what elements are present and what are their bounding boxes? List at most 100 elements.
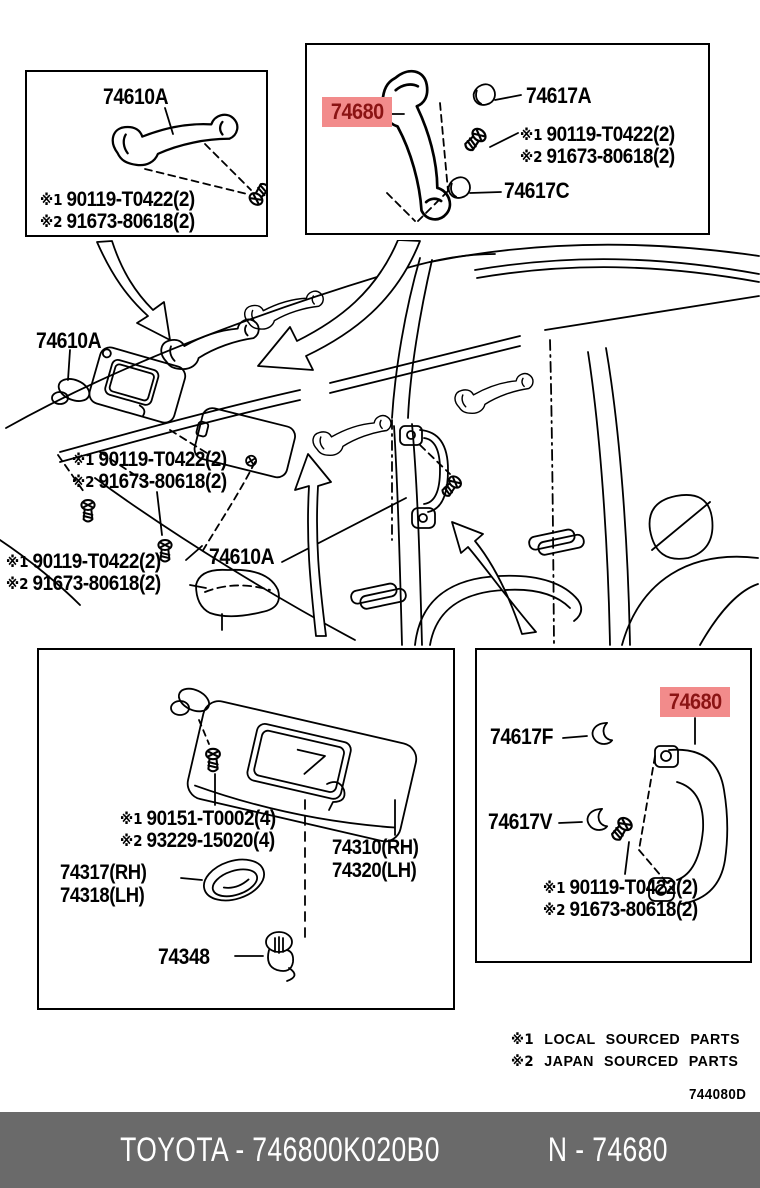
highlighted-part-badge[interactable]: 74680 <box>660 687 730 717</box>
footer-bar: TOYOTA - 746800K020B0 N - 74680 <box>0 1112 760 1188</box>
part-label: 74318(LH) <box>60 884 145 907</box>
note-marker: ※1 <box>520 126 543 144</box>
leader-line <box>67 349 71 381</box>
beltline-front <box>59 389 301 463</box>
note-part-number: 90119-T0422(2) <box>569 876 699 899</box>
arrow-swoosh <box>257 240 421 371</box>
visor-hook <box>326 781 346 811</box>
legend-marker: ※1 <box>511 1032 535 1048</box>
assist-grip-icon <box>452 371 538 418</box>
legend-text: LOCAL SOURCED PARTS <box>544 1031 740 1048</box>
panel-sun-visor: ※1 90151-T0002(4) ※2 93229-15020(4) 7431… <box>37 648 455 1010</box>
leader-ticks <box>185 545 207 589</box>
leader-line <box>489 132 519 148</box>
screw-icon <box>438 472 465 500</box>
part-label: 74348 <box>158 944 210 969</box>
dashed-leads <box>201 444 451 553</box>
note-part-number: 91673-80618(2) <box>66 210 196 233</box>
note-line: ※1 90119-T0422(2) <box>520 124 675 145</box>
note-part-number: 91673-80618(2) <box>546 145 676 168</box>
footer-catalog-number: N - 74680 <box>547 1130 668 1169</box>
roof-top-line <box>429 243 760 263</box>
note-marker: ※2 <box>72 473 95 491</box>
panel-rear-grip-detail: 74680 74617F 74617V ※1 90119-T0422(2) ※2… <box>475 648 752 963</box>
hidden-pillar-line <box>549 339 555 646</box>
note-line: ※1 90119-T0422(2) <box>72 449 227 470</box>
screw-icon <box>205 747 221 773</box>
screw-icon <box>607 814 636 844</box>
grip-front-view <box>195 568 280 618</box>
cap-icon <box>590 721 614 747</box>
center-sun-visor <box>193 407 296 479</box>
note-marker: ※1 <box>543 879 566 897</box>
legend-marker: ※2 <box>511 1054 535 1070</box>
note-line: ※2 93229-15020(4) <box>120 830 275 851</box>
note-part-number: 90119-T0422(2) <box>98 448 228 471</box>
sun-visor-drawing <box>170 687 418 982</box>
assist-grip-icon <box>110 112 242 169</box>
dashed-lead <box>198 719 210 745</box>
wheel-arch <box>621 555 759 646</box>
note-part-number: 90119-T0422(2) <box>546 123 676 146</box>
door-handle <box>350 582 407 610</box>
visor-pivot <box>177 687 211 713</box>
dashed-leads <box>386 102 449 222</box>
visor-pivot <box>57 378 91 402</box>
leader-line <box>180 877 203 881</box>
arrow-top-left <box>96 240 171 341</box>
cap-icon <box>470 81 499 108</box>
note-part-number: 91673-80618(2) <box>98 470 228 493</box>
note-marker: ※2 <box>40 213 63 231</box>
note-marker: ※2 <box>520 148 543 166</box>
note-line: ※1 90151-T0002(4) <box>120 808 276 829</box>
note-part-number: 93229-15020(4) <box>146 829 276 852</box>
rear-grip-drawing <box>375 66 522 227</box>
leader-line <box>156 491 163 536</box>
note-line: ※2 91673-80618(2) <box>543 899 698 920</box>
b-pillar-upper <box>391 257 433 419</box>
part-label: 74610A <box>36 328 102 353</box>
note-line: ※2 91673-80618(2) <box>6 573 161 594</box>
rear-grip-detail-drawing <box>558 717 729 905</box>
assist-grip-icon <box>242 288 328 334</box>
front-grip-drawing <box>110 107 266 209</box>
part-label: 74610A <box>103 84 169 109</box>
part-label: 74617A <box>526 83 592 108</box>
arrow-up-right <box>451 521 537 635</box>
part-label: 74617F <box>490 724 554 749</box>
visor-clip <box>265 931 296 982</box>
legend-text: JAPAN SOURCED PARTS <box>544 1053 739 1070</box>
legend-note-1: ※1 LOCAL SOURCED PARTS <box>511 1031 740 1048</box>
dashed-leads <box>638 755 674 891</box>
sun-visor-body <box>186 700 418 843</box>
mirror-holder <box>203 858 265 902</box>
highlighted-part-badge[interactable]: 74680 <box>322 97 392 127</box>
leader-line <box>164 107 174 135</box>
leader-line <box>562 735 588 739</box>
note-line: ※1 90119-T0422(2) <box>40 189 195 210</box>
note-marker: ※2 <box>543 901 566 919</box>
note-marker: ※1 <box>40 191 63 209</box>
note-line: ※1 90119-T0422(2) <box>543 877 698 898</box>
note-line: ※1 90119-T0422(2) <box>6 551 161 572</box>
note-part-number: 91673-80618(2) <box>32 572 162 595</box>
note-marker: ※2 <box>6 575 29 593</box>
leader-line <box>624 841 630 875</box>
assist-grip-c-shape <box>648 745 729 905</box>
note-marker: ※2 <box>120 832 143 850</box>
beltline-quarter <box>544 295 760 331</box>
note-part-number: 90119-T0422(2) <box>32 550 162 573</box>
highlighted-part-number: 74680 <box>668 689 722 714</box>
note-marker: ※1 <box>6 553 29 571</box>
diagram-code: 744080D <box>689 1087 747 1103</box>
beltline-rear <box>329 335 521 394</box>
screw-icon <box>246 179 266 209</box>
cap-icon <box>445 174 474 201</box>
drip-rail <box>474 258 760 283</box>
note-marker: ※1 <box>120 810 143 828</box>
note-marker: ※1 <box>72 451 95 469</box>
footer-part-number: TOYOTA - 746800K020B0 <box>120 1130 440 1169</box>
c-pillar <box>587 347 631 646</box>
leader-line <box>281 497 407 563</box>
